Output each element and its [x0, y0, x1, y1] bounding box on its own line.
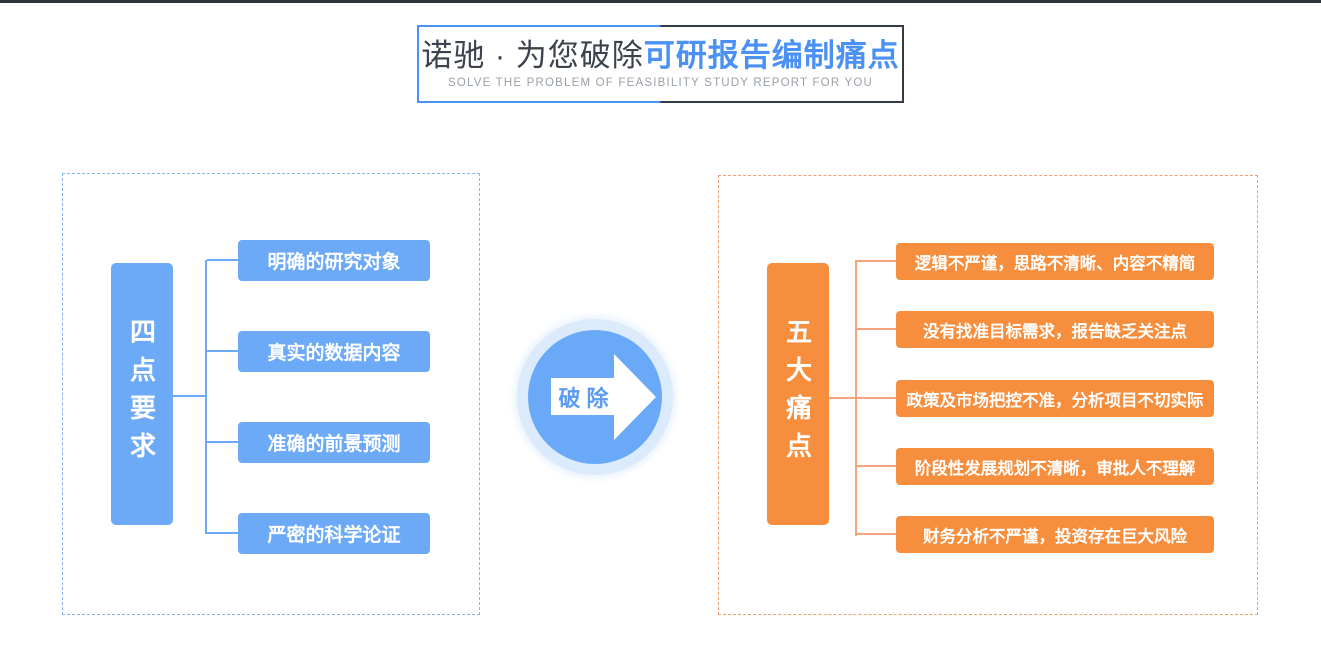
pain-point-item: 政策及市场把控不准，分析项目不切实际: [896, 380, 1214, 417]
pain-points-bar: 五大痛点: [767, 263, 829, 525]
connector-line: [857, 397, 896, 399]
requirements-bar-label: 四点要求: [126, 318, 157, 470]
connector-line: [173, 395, 207, 397]
pain-points-panel: 五大痛点 逻辑不严谨，思路不清晰、内容不精简 没有找准目标需求，报告缺乏关注点 …: [718, 175, 1258, 615]
connector-line: [205, 260, 207, 534]
connector-line: [855, 260, 857, 536]
requirement-item: 严密的科学论证: [238, 513, 430, 554]
requirement-item: 准确的前景预测: [238, 422, 430, 463]
right-arrow-icon-head: [614, 354, 656, 440]
page-title: 诺驰 · 为您破除可研报告编制痛点: [421, 40, 900, 71]
break-badge-label: 破除: [558, 385, 615, 411]
pain-points-bar-label: 五大痛点: [782, 318, 813, 470]
pain-point-item: 没有找准目标需求，报告缺乏关注点: [896, 311, 1214, 348]
pain-point-item: 财务分析不严谨，投资存在巨大风险: [896, 516, 1214, 553]
requirements-bar: 四点要求: [111, 263, 173, 525]
requirement-item: 明确的研究对象: [238, 240, 430, 281]
pain-point-item: 阶段性发展规划不清晰，审批人不理解: [896, 448, 1214, 485]
connector-line: [207, 350, 238, 352]
header-box: 诺驰 · 为您破除可研报告编制痛点 SOLVE THE PROBLEM OF F…: [417, 25, 904, 103]
page-title-prefix: 诺驰 · 为您破除: [421, 37, 644, 73]
connector-line: [857, 328, 896, 330]
connector-line: [857, 533, 896, 535]
connector-line: [207, 441, 238, 443]
page-title-highlight: 可研报告编制痛点: [643, 37, 900, 73]
requirements-panel: 四点要求 明确的研究对象 真实的数据内容 准确的前景预测 严密的科学论证: [62, 173, 480, 615]
pain-point-item: 逻辑不严谨，思路不清晰、内容不精简: [896, 243, 1214, 280]
requirement-item: 真实的数据内容: [238, 331, 430, 372]
connector-line: [207, 259, 238, 261]
page-subtitle: SOLVE THE PROBLEM OF FEASIBILITY STUDY R…: [447, 76, 874, 89]
connector-line: [857, 260, 896, 262]
connector-line: [207, 532, 238, 534]
connector-line: [829, 397, 857, 399]
top-divider-strip: [0, 0, 1321, 3]
connector-line: [857, 465, 896, 467]
right-arrow-icon: 破除: [551, 378, 614, 415]
